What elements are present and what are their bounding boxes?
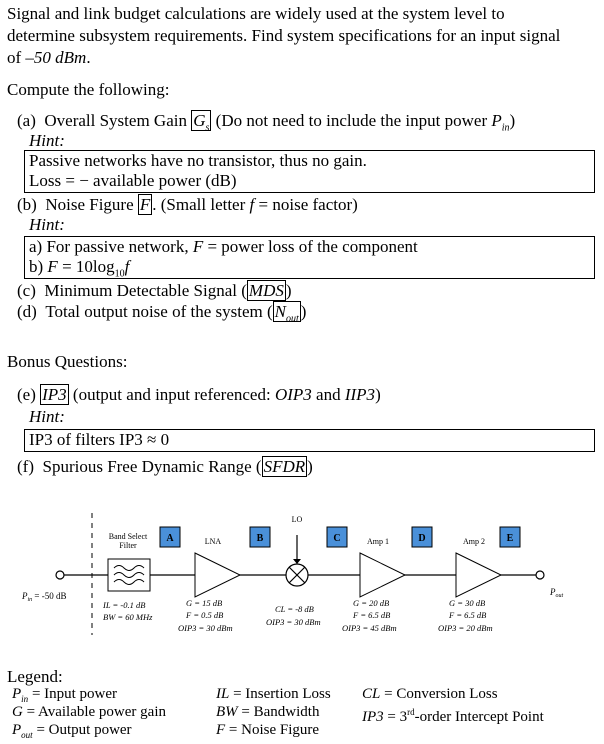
lna-spec-1: G = 15 dB [186, 598, 222, 608]
question-d: (d) Total output noise of the system (No… [17, 301, 307, 325]
lna-label: LNA [205, 537, 222, 546]
legend-bw: BW = Bandwidth [216, 704, 320, 720]
question-b: (b) Noise Figure F. (Small letter f = no… [17, 194, 358, 215]
lo-label: LO [292, 515, 303, 524]
hint-b-box: a) For passive network, F = power loss o… [24, 236, 595, 279]
hint-e-box: IP3 of filters IP3 ≈ 0 [24, 429, 595, 452]
marker-b: B [249, 526, 271, 548]
legend-ip3: IP3 = 3rd-order Intercept Point [362, 707, 544, 725]
hint-b-label: Hint: [29, 215, 65, 234]
legend-pout: Pout = Output power [12, 722, 132, 740]
legend-title: Legend: [7, 667, 63, 686]
marker-a: A [159, 526, 181, 548]
question-f: (f) Spurious Free Dynamic Range (SFDR) [17, 456, 313, 477]
amp2-spec-2: F = 6.5 dB [448, 610, 486, 620]
svg-text:D: D [418, 533, 425, 544]
mixer-spec-2: OIP3 = 30 dBm [266, 617, 321, 627]
filter-spec-1: IL = -0.1 dB [102, 600, 145, 610]
filter-label-1: Band Select [109, 532, 148, 541]
hint-a-line-2: Loss = − available power (dB) [29, 171, 237, 190]
bonus-heading: Bonus Questions: [7, 352, 128, 371]
rf-chain-diagram: Band Select Filter LNA LO Amp 1 Amp 2 A … [21, 513, 564, 635]
legend-cl: CL = Conversion Loss [362, 686, 498, 702]
hint-b-line-1: a) For passive network, F = power loss o… [29, 237, 418, 256]
output-terminal [535, 570, 545, 580]
hint-a-box: Passive networks have no transistor, thu… [24, 150, 595, 193]
mixer-spec-1: CL = -8 dB [275, 604, 314, 614]
legend-g: G = Available power gain [12, 704, 166, 720]
band-select-filter [107, 558, 151, 592]
filter-label-2: Filter [119, 541, 137, 550]
marker-c: C [326, 526, 348, 548]
amp2-spec-3: OIP3 = 20 dBm [438, 623, 493, 633]
svg-text:A: A [166, 533, 174, 544]
amp1-spec-2: F = 6.5 dB [352, 610, 390, 620]
marker-e: E [499, 526, 521, 548]
legend-f: F = Noise Figure [216, 722, 320, 738]
lna-spec-2: F = 0.5 dB [185, 610, 223, 620]
svg-text:C: C [333, 533, 340, 544]
hint-a-line-1: Passive networks have no transistor, thu… [29, 151, 367, 170]
intro-line-3: of –50 dBm. [7, 48, 91, 67]
lna-spec-3: OIP3 = 30 dBm [178, 623, 233, 633]
amp1-spec-3: OIP3 = 45 dBm [342, 623, 397, 633]
amp2-label: Amp 2 [463, 537, 485, 546]
amp2-triangle [455, 552, 503, 598]
svg-text:B: B [257, 533, 264, 544]
intro-line-2: determine subsystem requirements. Find s… [7, 26, 561, 45]
hint-e-line: IP3 of filters IP3 ≈ 0 [29, 430, 170, 449]
amp1-label: Amp 1 [367, 537, 389, 546]
svg-text:E: E [507, 533, 514, 544]
question-a: (a) Overall System Gain Gs (Do not need … [17, 110, 516, 134]
hint-e-label: Hint: [29, 407, 65, 426]
legend-il: IL = Insertion Loss [216, 686, 331, 702]
question-e: (e) IP3 (output and input referenced: OI… [17, 384, 381, 405]
intro-line-1: Signal and link budget calculations are … [7, 4, 505, 23]
amp1-spec-1: G = 20 dB [353, 598, 389, 608]
compute-heading: Compute the following: [7, 80, 170, 99]
mixer [285, 535, 309, 587]
amp2-spec-1: G = 30 dB [449, 598, 485, 608]
hint-b-line-2: b) F = 10log10f [29, 257, 130, 280]
question-c: (c) Minimum Detectable Signal (MDS) [17, 280, 292, 301]
filter-spec-2: BW = 60 MHz [103, 612, 153, 622]
hint-a-label: Hint: [29, 131, 65, 150]
lna-triangle [194, 552, 242, 598]
legend-pin: Pin = Input power [12, 686, 118, 704]
pout-label: Pout [549, 587, 564, 599]
input-terminal [55, 570, 65, 580]
amp1-triangle [359, 552, 407, 598]
pin-label: Pin = -50 dB [21, 591, 67, 603]
marker-d: D [411, 526, 433, 548]
